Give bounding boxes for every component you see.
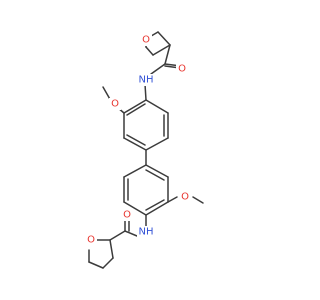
atom-nh-bottom: NH	[137, 226, 155, 238]
bond	[145, 99, 169, 114]
atom-o-carbonyl-bottom: O	[121, 209, 133, 221]
atom-labels: O O NH O O O NH O	[85, 34, 191, 246]
atom-label: O	[87, 235, 95, 246]
bond	[123, 201, 147, 216]
atom-label: O	[123, 210, 131, 221]
bond	[145, 164, 169, 178]
bond	[109, 239, 114, 259]
bond	[144, 83, 147, 101]
atom-o-carbonyl-top: O	[176, 63, 188, 75]
bond	[157, 31, 171, 46]
bond	[102, 257, 114, 269]
bond	[109, 230, 126, 241]
bond	[192, 196, 204, 204]
atom-o-thf-bottom: O	[85, 234, 97, 246]
bond	[126, 134, 146, 146]
bond	[123, 137, 147, 151]
bond	[145, 46, 154, 56]
atom-label: O	[178, 64, 186, 75]
bond	[167, 196, 178, 203]
bond	[124, 230, 138, 237]
atom-label: O	[142, 35, 150, 46]
bond	[126, 103, 146, 116]
bond	[145, 201, 169, 216]
bond	[145, 169, 165, 181]
atom-o-methoxy-bottom: O	[179, 191, 191, 203]
molecule-structure-diagram: O O NH O O O NH O	[85, 31, 204, 269]
aromatic-ring-upper	[123, 99, 169, 151]
bond	[88, 261, 104, 269]
atom-label: O	[181, 192, 189, 203]
amide-top	[144, 44, 182, 101]
aromatic-ring-lower	[123, 164, 169, 216]
atom-label: NH	[139, 227, 154, 238]
atom-o-methoxy-top: O	[109, 98, 121, 110]
bond	[152, 44, 171, 56]
bond	[123, 164, 147, 178]
atom-label: NH	[139, 75, 154, 86]
bond	[164, 44, 171, 65]
bond	[150, 63, 166, 75]
bond	[145, 199, 165, 211]
bond	[123, 99, 147, 114]
bond	[145, 137, 169, 151]
methoxy-bottom	[167, 196, 204, 204]
thf-ring-bottom	[88, 239, 114, 269]
atom-label: O	[111, 99, 119, 110]
atom-nh-top: NH	[137, 74, 155, 86]
atom-o-thf-top: O	[140, 34, 152, 46]
